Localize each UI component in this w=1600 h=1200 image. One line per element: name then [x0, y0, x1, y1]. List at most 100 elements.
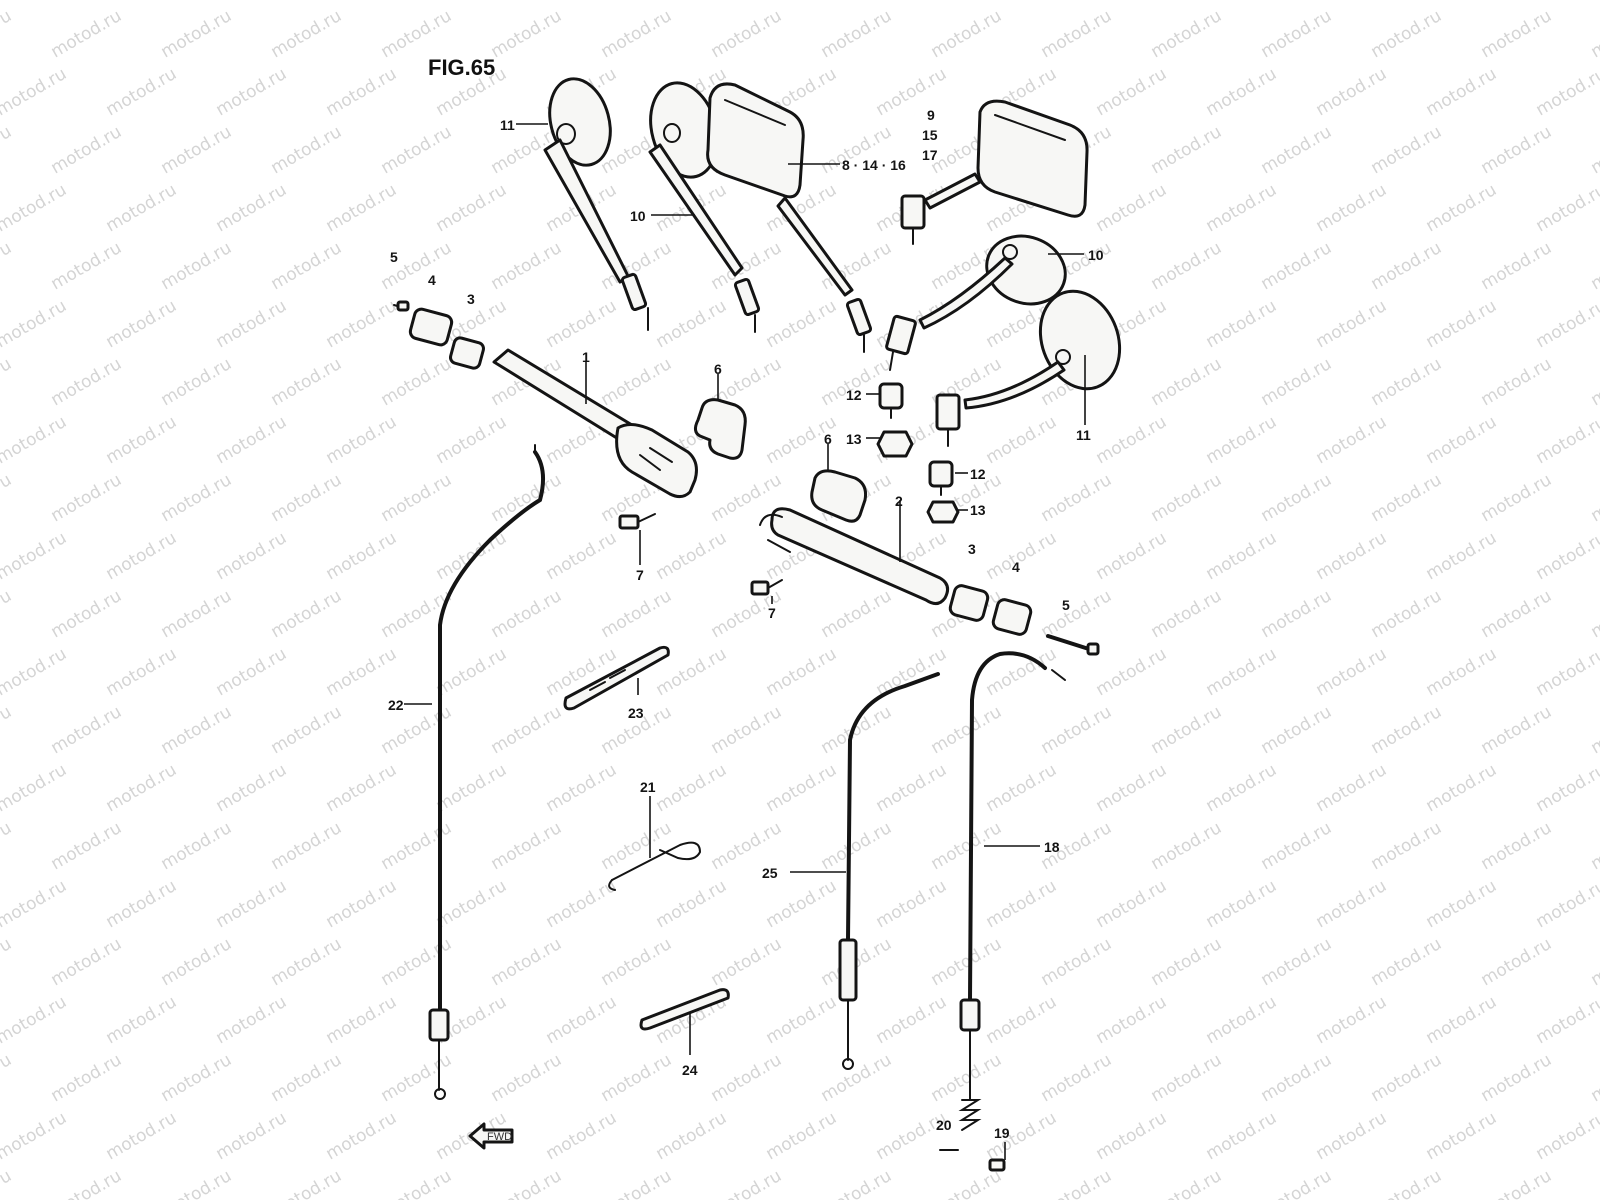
watermark-text: motod.ru — [48, 470, 126, 526]
watermark-text: motod.ru — [0, 6, 15, 62]
watermark-text: motod.ru — [1423, 1108, 1501, 1164]
watermark-text: motod.ru — [598, 818, 676, 874]
watermark-text: motod.ru — [213, 64, 291, 120]
watermark-text: motod.ru — [1203, 992, 1281, 1048]
label-18: 18 — [1044, 839, 1060, 855]
watermark-text: motod.ru — [818, 818, 896, 874]
watermark-text: motod.ru — [1313, 876, 1391, 932]
watermark-text: motod.ru — [103, 180, 181, 236]
watermark-text: motod.ru — [0, 0, 70, 4]
watermark-text: motod.ru — [1313, 412, 1391, 468]
watermark-text: motod.ru — [1588, 470, 1600, 526]
watermark-text: motod.ru — [323, 412, 401, 468]
watermark-text: motod.ru — [1588, 6, 1600, 62]
clamp-21 — [608, 841, 702, 891]
watermark-text: motod.ru — [708, 702, 786, 758]
watermark-text: motod.ru — [0, 238, 15, 294]
watermark-text: motod.ru — [48, 702, 126, 758]
watermark-text: motod.ru — [873, 992, 951, 1048]
watermark-text: motod.ru — [1258, 122, 1336, 178]
direction-marker: FWD — [468, 1122, 514, 1150]
watermark-text: motod.ru — [1478, 818, 1556, 874]
watermark-text: motod.ru — [1533, 528, 1600, 584]
watermark-text: motod.ru — [1093, 528, 1171, 584]
watermark-text: motod.ru — [1368, 238, 1446, 294]
watermark-text: motod.ru — [268, 702, 346, 758]
watermark-text: motod.ru — [433, 528, 511, 584]
watermark-text: motod.ru — [103, 1108, 181, 1164]
label-10-left: 10 — [630, 208, 646, 224]
watermark-text: motod.ru — [598, 934, 676, 990]
watermark-text: motod.ru — [928, 702, 1006, 758]
watermark-text: motod.ru — [103, 528, 181, 584]
watermark-text: motod.ru — [708, 1050, 786, 1106]
watermark-text: motod.ru — [323, 992, 401, 1048]
watermark-text: motod.ru — [158, 818, 236, 874]
watermark-text: motod.ru — [543, 992, 621, 1048]
holder-6-right — [810, 469, 867, 523]
watermark-text: motod.ru — [158, 6, 236, 62]
watermark-text: motod.ru — [1423, 528, 1501, 584]
watermark-text: motod.ru — [323, 528, 401, 584]
watermark-text: motod.ru — [543, 1108, 621, 1164]
label-3-left: 3 — [467, 291, 475, 307]
watermark-text: motod.ru — [1588, 934, 1600, 990]
watermark-text: motod.ru — [433, 876, 511, 932]
nut-13-upper — [876, 430, 914, 458]
watermark-text: motod.ru — [378, 6, 456, 62]
label-6-left: 6 — [714, 361, 722, 377]
watermark-text: motod.ru — [0, 760, 70, 816]
watermark-text: motod.ru — [433, 0, 511, 4]
watermark-text: motod.ru — [1258, 238, 1336, 294]
watermark-text: motod.ru — [268, 122, 346, 178]
watermark-text: motod.ru — [213, 296, 291, 352]
watermark-text: motod.ru — [1093, 760, 1171, 816]
watermark-text: motod.ru — [1368, 470, 1446, 526]
watermark-text: motod.ru — [378, 238, 456, 294]
watermark-text: motod.ru — [1313, 0, 1391, 4]
watermark-text: motod.ru — [0, 1050, 15, 1106]
bolt-7-left — [618, 513, 656, 530]
watermark-text: motod.ru — [1368, 1050, 1446, 1106]
watermark-text: motod.ru — [1258, 6, 1336, 62]
mirror-10-right — [885, 234, 1067, 371]
watermark-text: motod.ru — [0, 470, 15, 526]
watermark-text: motod.ru — [323, 760, 401, 816]
watermark-text: motod.ru — [0, 818, 15, 874]
leader-lines — [404, 123, 1086, 1160]
watermark-text: motod.ru — [1533, 296, 1600, 352]
watermark-text: motod.ru — [268, 354, 346, 410]
watermark-text: motod.ru — [1313, 992, 1391, 1048]
watermark-text: motod.ru — [598, 6, 676, 62]
label-1: 1 — [582, 349, 590, 365]
watermark-text: motod.ru — [1368, 1166, 1446, 1200]
label-13-lower: 13 — [970, 502, 986, 518]
label-12-upper: 12 — [846, 387, 862, 403]
watermark-text: motod.ru — [1313, 180, 1391, 236]
watermark-text: motod.ru — [543, 760, 621, 816]
watermark-text: motod.ru — [1478, 934, 1556, 990]
watermark-text: motod.ru — [213, 0, 291, 4]
watermark-text: motod.ru — [268, 6, 346, 62]
watermark-text: motod.ru — [708, 6, 786, 62]
watermark-text: motod.ru — [103, 296, 181, 352]
watermark-text: motod.ru — [543, 0, 621, 4]
watermark-text: motod.ru — [653, 1108, 731, 1164]
label-19: 19 — [994, 1125, 1010, 1141]
watermark-text: motod.ru — [1148, 238, 1226, 294]
watermark-text: motod.ru — [488, 818, 566, 874]
watermark-text: motod.ru — [598, 1050, 676, 1106]
watermark-text: motod.ru — [378, 1166, 456, 1200]
label-4-right: 4 — [1012, 559, 1020, 575]
watermark-text: motod.ru — [1533, 760, 1600, 816]
watermark-text: motod.ru — [48, 1166, 126, 1200]
watermark-text: motod.ru — [1478, 6, 1556, 62]
watermark-text: motod.ru — [0, 1108, 70, 1164]
watermark-text: motod.ru — [1588, 354, 1600, 410]
watermark-text: motod.ru — [1148, 934, 1226, 990]
watermark-text: motod.ru — [1148, 470, 1226, 526]
watermark-text: motod.ru — [763, 992, 841, 1048]
watermark-text: motod.ru — [0, 354, 15, 410]
watermark-text: motod.ru — [1478, 702, 1556, 758]
watermark-text: motod.ru — [983, 528, 1061, 584]
